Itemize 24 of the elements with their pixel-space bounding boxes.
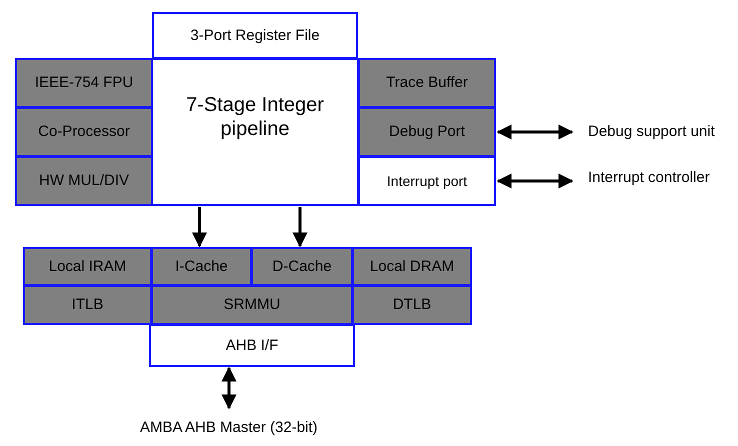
- module-block: Local DRAM: [352, 247, 472, 286]
- text-label: Debug support unit: [588, 120, 715, 144]
- double-arrow: [222, 366, 236, 410]
- module-block: Interrupt port: [358, 156, 496, 206]
- text-label: Interrupt controller: [588, 166, 710, 190]
- module-block: Trace Buffer: [358, 58, 496, 108]
- module-block: I-Cache: [151, 247, 252, 286]
- module-block: DTLB: [352, 285, 472, 325]
- arrow: [192, 207, 207, 248]
- double-arrow: [496, 174, 574, 188]
- module-block: 7-Stage Integer pipeline: [151, 58, 359, 206]
- module-block: SRMMU: [151, 285, 353, 325]
- module-block: Co-Processor: [15, 107, 153, 157]
- module-block: HW MUL/DIV: [15, 156, 153, 206]
- module-block: ITLB: [23, 285, 152, 325]
- module-block: IEEE-754 FPU: [15, 58, 153, 108]
- text-label: AMBA AHB Master (32-bit): [140, 416, 318, 440]
- module-block: Local IRAM: [23, 247, 152, 286]
- arrow: [292, 207, 308, 248]
- module-block: AHB I/F: [149, 324, 355, 367]
- double-arrow: [496, 124, 574, 140]
- module-block: D-Cache: [251, 247, 353, 286]
- module-block: 3-Port Register File: [152, 12, 358, 59]
- module-block: Debug Port: [358, 107, 496, 157]
